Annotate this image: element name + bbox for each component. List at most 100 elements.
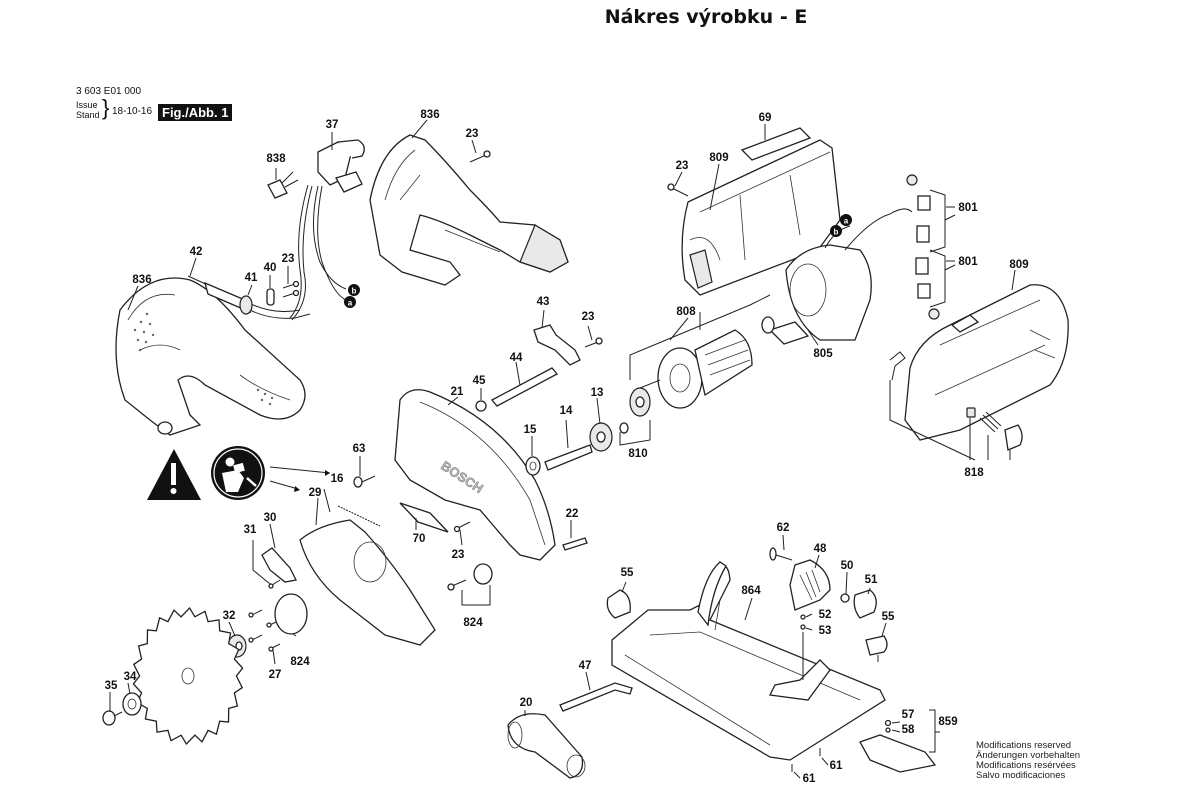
label-34: 34 [124, 671, 137, 683]
label-30: 30 [264, 512, 277, 524]
handle-left-part[interactable] [115, 277, 306, 436]
handle-top-part[interactable] [369, 134, 569, 286]
label-824-bushing: 824 [463, 617, 483, 629]
label-818: 818 [964, 467, 984, 479]
screw-62-part[interactable] [769, 547, 793, 561]
lever-30-part[interactable] [261, 547, 297, 583]
label-41: 41 [245, 272, 258, 284]
field-connector-a-text: a [844, 217, 849, 226]
handle-screw-23[interactable] [469, 150, 491, 163]
label-53: 53 [819, 625, 832, 637]
knob-55-left-part[interactable] [606, 589, 631, 619]
hex-key-47-part[interactable] [559, 682, 633, 712]
label-51: 51 [865, 574, 878, 586]
label-61-a: 61 [830, 760, 843, 772]
screw-52-53-parts[interactable] [800, 614, 806, 680]
lever-screw-23[interactable] [584, 337, 603, 348]
label-836-left: 836 [132, 274, 151, 286]
spring-16-part[interactable] [337, 505, 381, 527]
screw-61-parts[interactable] [791, 748, 821, 772]
pin-22-part[interactable] [562, 537, 588, 551]
label-45: 45 [473, 375, 486, 387]
housing-screw-23[interactable] [667, 183, 689, 197]
label-27: 27 [269, 669, 282, 681]
clamp-screws[interactable] [282, 280, 300, 298]
label-23-clamp: 23 [282, 253, 295, 265]
housing-set-818-parts[interactable] [889, 380, 1023, 461]
segment-48-part[interactable] [789, 559, 831, 611]
screw-set-parts[interactable] [248, 609, 281, 643]
label-57: 57 [902, 709, 915, 721]
label-810: 810 [628, 448, 647, 460]
label-23-housing: 23 [676, 160, 689, 172]
base-plate-864-part[interactable] [611, 561, 886, 761]
label-21: 21 [451, 386, 464, 398]
issue-label-de: Stand [76, 110, 100, 120]
nameplate-part[interactable] [740, 127, 812, 161]
label-805: 805 [813, 348, 833, 360]
guide-859-part[interactable] [859, 709, 940, 773]
washer-50-part[interactable] [840, 593, 850, 603]
field-connector-b-badge: b [830, 225, 842, 237]
ring-824-part[interactable] [274, 593, 308, 635]
saw-blade-part[interactable] [132, 606, 244, 746]
knob-51-part[interactable] [853, 589, 877, 619]
label-52: 52 [819, 609, 832, 621]
screw-27-part[interactable] [268, 643, 281, 652]
knob-55-right-part[interactable] [865, 635, 888, 662]
bearing-15-part[interactable] [525, 456, 541, 476]
label-22: 22 [566, 508, 579, 520]
spindle-14-part[interactable] [544, 444, 593, 471]
page-title: Nákres výrobku - E [604, 6, 808, 28]
blade-guard-21-part[interactable]: BOSCH [394, 389, 556, 561]
part-labels: 37 838 836 23 42 41 40 23 836 69 23 809 … [105, 109, 1029, 785]
label-69: 69 [759, 112, 772, 124]
brush-holder-top-part[interactable] [906, 174, 956, 253]
bearing-set-810-part[interactable] [619, 387, 651, 446]
guard-29-part[interactable] [299, 519, 436, 646]
screw-63-part[interactable] [353, 475, 376, 488]
field-part[interactable] [785, 208, 913, 341]
screw-35-part[interactable] [102, 710, 123, 726]
clamping-flange-34-part[interactable] [122, 692, 142, 716]
label-809-left: 809 [709, 152, 728, 164]
housing-hook-part[interactable] [889, 351, 906, 381]
label-70: 70 [413, 533, 426, 545]
switch-part[interactable] [317, 139, 365, 193]
label-35: 35 [105, 680, 118, 692]
label-801-bottom: 801 [958, 256, 978, 268]
lever-43-part[interactable] [533, 324, 581, 366]
note-en: Modifications reserved [976, 740, 1072, 751]
brace-glyph: } [102, 95, 110, 120]
dust-adapter-20-part[interactable] [507, 713, 586, 779]
armature-bracket [629, 294, 771, 380]
cable-sleeve-part[interactable] [239, 295, 253, 315]
field-clip-part[interactable] [768, 321, 810, 345]
cable-part[interactable] [187, 275, 311, 319]
document-number: 3 603 E01 000 [76, 86, 142, 97]
issue-date: 18-10-16 [112, 106, 153, 117]
guard-screw-23[interactable] [453, 521, 471, 533]
brush-holder-bottom-part[interactable] [915, 249, 956, 320]
gear-13-part[interactable] [589, 422, 613, 452]
label-23-handle: 23 [466, 128, 479, 140]
washer-45-part[interactable] [475, 400, 487, 412]
connector-b-badge: b [348, 284, 360, 296]
cable-clamp-part[interactable] [266, 288, 275, 306]
label-44: 44 [510, 352, 523, 364]
label-14: 14 [560, 405, 573, 417]
label-48: 48 [814, 543, 827, 555]
label-16: 16 [331, 473, 344, 485]
field-connector-a-badge: a [840, 214, 852, 226]
screw-31-part[interactable] [268, 579, 281, 589]
label-808: 808 [676, 306, 696, 318]
armature-part[interactable] [639, 316, 775, 409]
connector-a-text: a [348, 299, 353, 308]
housing-right-part[interactable] [904, 284, 1069, 441]
label-29: 29 [309, 487, 322, 499]
suppressor-part[interactable] [267, 171, 299, 199]
plate-70-part[interactable] [399, 502, 449, 533]
bushing-set-824-part[interactable] [447, 563, 493, 606]
shaft-44-part[interactable] [490, 367, 559, 407]
